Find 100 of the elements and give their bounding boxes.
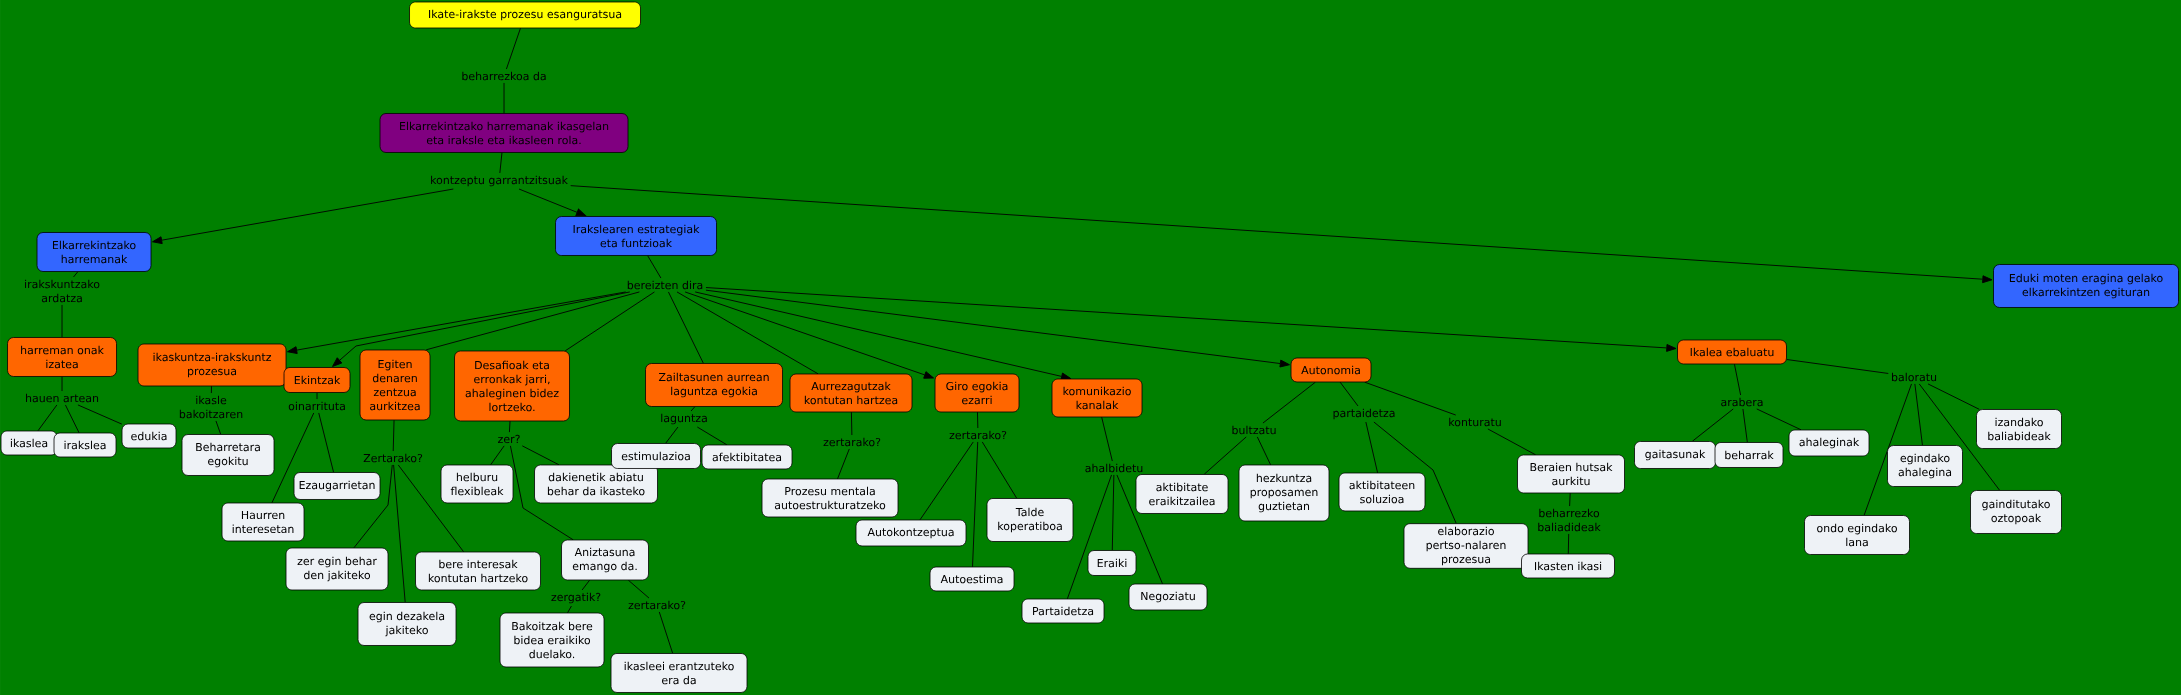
- connector-line: [972, 441, 979, 568]
- concept-box: edukia: [121, 423, 177, 449]
- concept-box: zer egin behar den jakiteko: [285, 547, 389, 591]
- connector-line: [837, 448, 850, 480]
- concept-box: ahaleginak: [1788, 429, 1870, 457]
- concept-box: Ikalea ebaluatu: [1677, 339, 1787, 365]
- connector-line: [676, 291, 819, 375]
- concept-box: hezkuntza proposamen guztietan: [1238, 464, 1330, 522]
- connector-line: [1786, 359, 1889, 374]
- concept-box: Beraien hutsak aurkitu: [1517, 454, 1625, 494]
- connector-line: [667, 291, 704, 364]
- arrow: [694, 291, 1072, 381]
- linking-phrase: zertarako?: [823, 437, 881, 447]
- connector-line: [581, 579, 591, 591]
- concept-box: afektibitatea: [701, 444, 793, 470]
- connector-line: [1567, 533, 1570, 555]
- linking-phrase: beharrezkoa da: [462, 71, 546, 81]
- connector-line: [1262, 381, 1316, 424]
- connector-line: [1101, 416, 1113, 462]
- concept-box: Ikasten ikasi: [1521, 553, 1615, 579]
- connector-line: [490, 445, 505, 466]
- linking-phrase: ikasle bakoitzaren: [179, 395, 243, 419]
- connector-line: [1111, 474, 1115, 551]
- connector-line: [627, 579, 650, 599]
- concept-box: Giro egokia ezarri: [934, 373, 1020, 413]
- concept-box: beharrak: [1714, 442, 1784, 468]
- linking-phrase: baloratu: [1892, 372, 1937, 382]
- concept-box: Zailtasunen aurrean laguntza egokia: [645, 363, 783, 407]
- connector-line: [1756, 408, 1802, 431]
- concept-box: bere interesak kontutan hartzeko: [415, 551, 541, 591]
- linking-phrase: oinarrituta: [288, 401, 345, 411]
- arrow: [570, 185, 1993, 284]
- linking-phrase: partaidetza: [1333, 408, 1395, 420]
- concept-box: Autokontzeptua: [855, 519, 967, 547]
- connector-line: [1914, 383, 1923, 446]
- arrow: [287, 291, 627, 354]
- linking-phrase: irakskuntzako ardatza: [25, 279, 100, 303]
- concept-box: egin dezakela jakiteko: [357, 602, 457, 646]
- linking-phrase: kontzeptu garrantzitsuak: [431, 175, 568, 187]
- connector-line: [393, 464, 406, 603]
- connector-line: [1742, 408, 1748, 443]
- connector-line: [499, 152, 503, 174]
- connector-line: [521, 445, 560, 466]
- connector-line: [1918, 383, 2001, 491]
- arrow: [705, 287, 1677, 352]
- arrow: [332, 291, 631, 367]
- linking-phrase: bultzatu: [1232, 425, 1276, 435]
- connector-line: [392, 419, 395, 452]
- linking-phrase: Zertarako?: [363, 453, 423, 463]
- connector-line: [665, 426, 679, 444]
- concept-box: irakslea: [53, 432, 117, 458]
- connector-line: [73, 271, 79, 278]
- connector-line: [981, 441, 1018, 499]
- connector-line: [1487, 428, 1536, 456]
- concept-box: gainditutako oztopoak: [1970, 490, 2062, 534]
- linking-phrase: laguntza: [661, 413, 707, 425]
- concept-box: Eduki moten eragina gelako elkarrekintzen egituran: [1993, 264, 2179, 308]
- connector-line: [647, 255, 662, 279]
- connector-line: [1364, 381, 1457, 416]
- concept-box: aktibitate eraikitzailea: [1135, 474, 1229, 514]
- linking-phrase: zertarako?: [628, 600, 686, 610]
- connector-line: [64, 404, 80, 434]
- concept-box: izandako baliabideak: [1976, 409, 2062, 449]
- concept-box: Elkarrekintzako harremanak ikasgelan eta iraksle eta ikasleen rola.: [379, 113, 629, 153]
- concept-box: Talde koperatiboa: [986, 498, 1074, 542]
- connector-line: [61, 304, 63, 338]
- concept-box: Ezaugarrietan: [293, 472, 381, 500]
- concept-box: gaitasunak: [1634, 441, 1716, 469]
- linking-phrase: hauen artean: [26, 393, 99, 403]
- connector-line: [1116, 474, 1163, 585]
- concept-box: helburu flexibleak: [440, 464, 514, 504]
- connector-line: [1339, 381, 1359, 407]
- connector-line: [503, 82, 505, 114]
- concept-box: ikaslea: [0, 430, 58, 456]
- concept-box: Ekintzak: [283, 367, 351, 393]
- connector-line: [564, 291, 655, 352]
- connector-line: [567, 605, 572, 614]
- concept-box: aktibitateen soluzioa: [1338, 472, 1426, 512]
- concept-box: estimulazioa: [611, 443, 701, 469]
- concept-box: Haurren interesetan: [221, 502, 305, 542]
- concept-box: Eraiki: [1087, 550, 1137, 576]
- connector-line: [425, 291, 640, 351]
- connector-line: [215, 420, 222, 435]
- concept-box: ikasleei erantzuteko era da: [610, 653, 748, 693]
- concept-box: Aniztasuna emango da.: [561, 539, 649, 581]
- concept-box: Autonomia: [1290, 357, 1372, 383]
- connector-line: [37, 404, 58, 432]
- connector-line: [690, 406, 696, 412]
- connector-line: [919, 441, 974, 521]
- connector-line: [1863, 383, 1912, 516]
- connector-line: [316, 392, 318, 400]
- arrow: [518, 188, 587, 217]
- connector-line: [1373, 421, 1457, 524]
- concept-box: ondo egindako lana: [1804, 515, 1910, 555]
- concept-box: Aurrezagutzak kontutan hartzea: [789, 373, 913, 413]
- linking-phrase: zer?: [498, 434, 520, 444]
- linking-phrase: beharrezko baliadideak: [1538, 508, 1601, 532]
- concept-box: Negoziatu: [1128, 583, 1208, 611]
- concept-box: Partaidetza: [1021, 598, 1105, 624]
- connector-line: [210, 385, 212, 394]
